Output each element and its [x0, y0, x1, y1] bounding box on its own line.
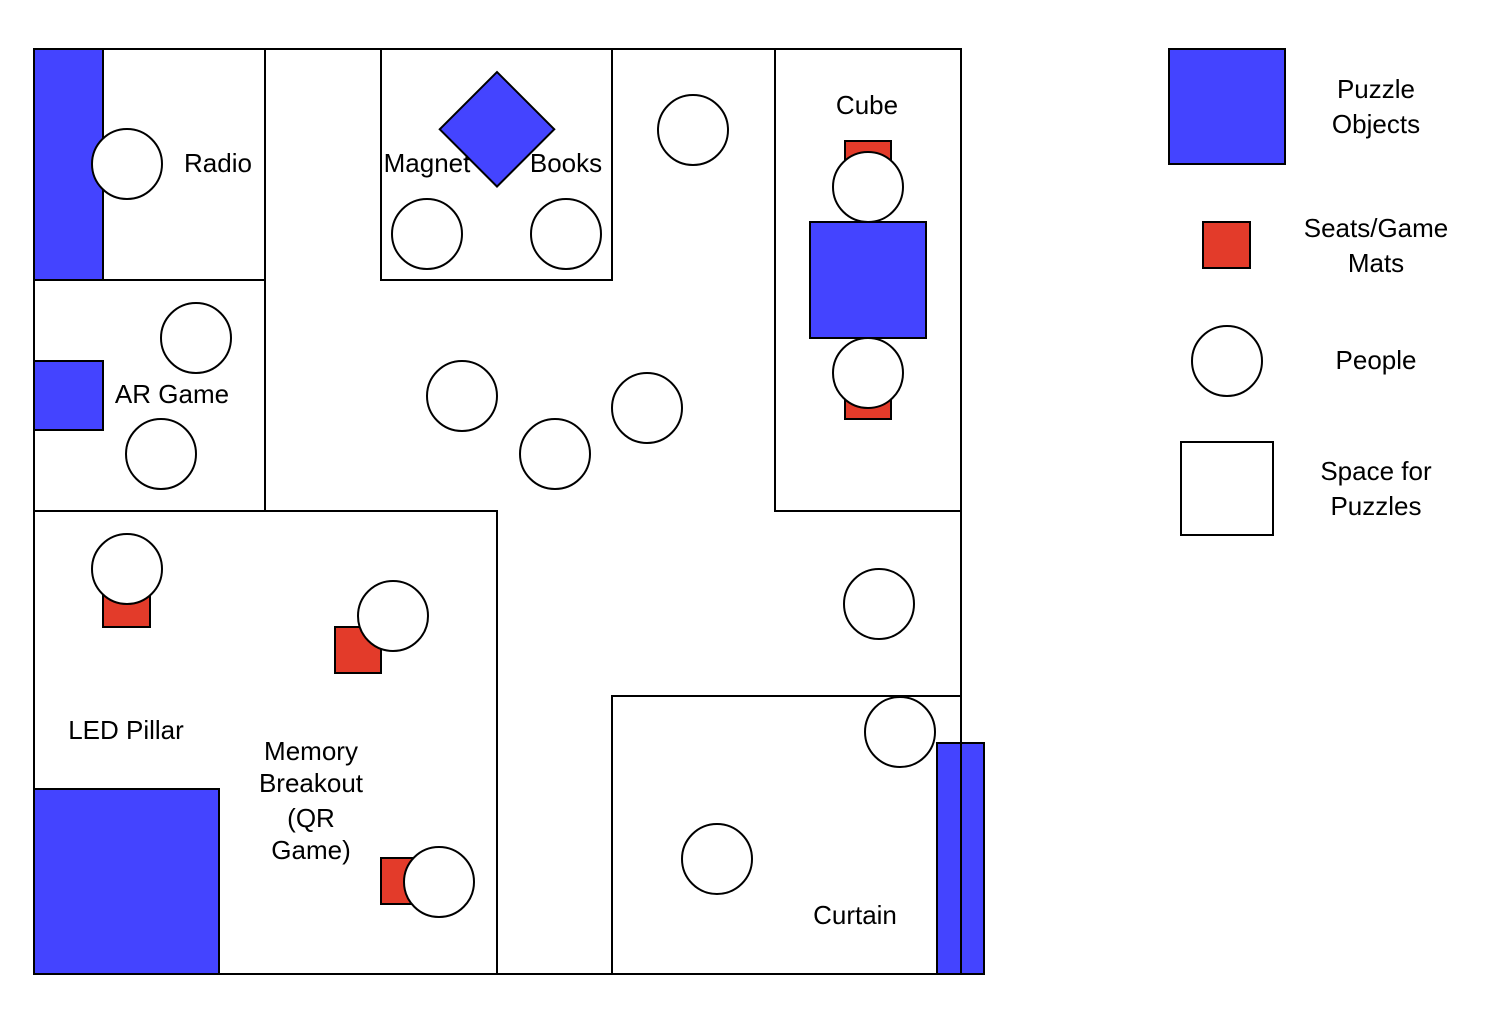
label-ar-game: AR Game	[115, 379, 229, 409]
person	[832, 337, 904, 409]
person	[530, 198, 602, 270]
legend-seats-line1: Seats/Game	[1304, 213, 1449, 243]
label-books: Books	[530, 148, 602, 178]
label-magnet: Magnet	[384, 148, 471, 178]
person	[357, 580, 429, 652]
person	[391, 198, 463, 270]
legend-space-line1: Space for	[1320, 456, 1432, 486]
person	[864, 696, 936, 768]
label-cube: Cube	[836, 90, 898, 120]
person	[426, 360, 498, 432]
magnet-books-object	[438, 70, 556, 188]
label-memory-line1: Memory	[264, 736, 358, 766]
person	[611, 372, 683, 444]
led-pillar-object	[33, 788, 220, 975]
legend: Puzzle Objects Seats/Game Mats People Sp…	[1168, 48, 1449, 536]
legend-puzzle-objects-line1: Puzzle	[1337, 74, 1415, 104]
legend-people-label: People	[1336, 345, 1417, 375]
legend-space-line2: Puzzles	[1330, 491, 1421, 521]
person	[160, 302, 232, 374]
label-memory-line2: Breakout	[259, 768, 364, 798]
label-memory-line4: Game)	[271, 835, 350, 865]
person	[91, 128, 163, 200]
room-labels: Radio Magnet Books Cube AR Game LED Pill…	[68, 90, 898, 930]
person	[681, 823, 753, 895]
curtain-object	[960, 742, 985, 975]
cube-object	[809, 221, 927, 339]
curtain-object	[936, 742, 962, 975]
label-led-pillar: LED Pillar	[68, 715, 184, 745]
legend-puzzle-objects-line2: Objects	[1332, 109, 1420, 139]
legend-space-swatch	[1180, 441, 1274, 536]
legend-seats-swatch	[1202, 221, 1251, 269]
puzzle-objects	[33, 48, 985, 975]
label-memory-line3: (QR	[287, 803, 335, 833]
person	[125, 418, 197, 490]
legend-puzzle-objects-swatch	[1168, 48, 1286, 165]
person	[657, 94, 729, 166]
person	[843, 568, 915, 640]
label-curtain: Curtain	[813, 900, 897, 930]
legend-seats-line2: Mats	[1348, 248, 1404, 278]
legend-people-swatch	[1191, 325, 1263, 397]
ar-game-object	[33, 360, 104, 431]
person	[403, 846, 475, 918]
people	[91, 94, 936, 918]
person	[832, 151, 904, 223]
label-radio: Radio	[184, 148, 252, 178]
person	[519, 418, 591, 490]
person	[91, 533, 163, 605]
